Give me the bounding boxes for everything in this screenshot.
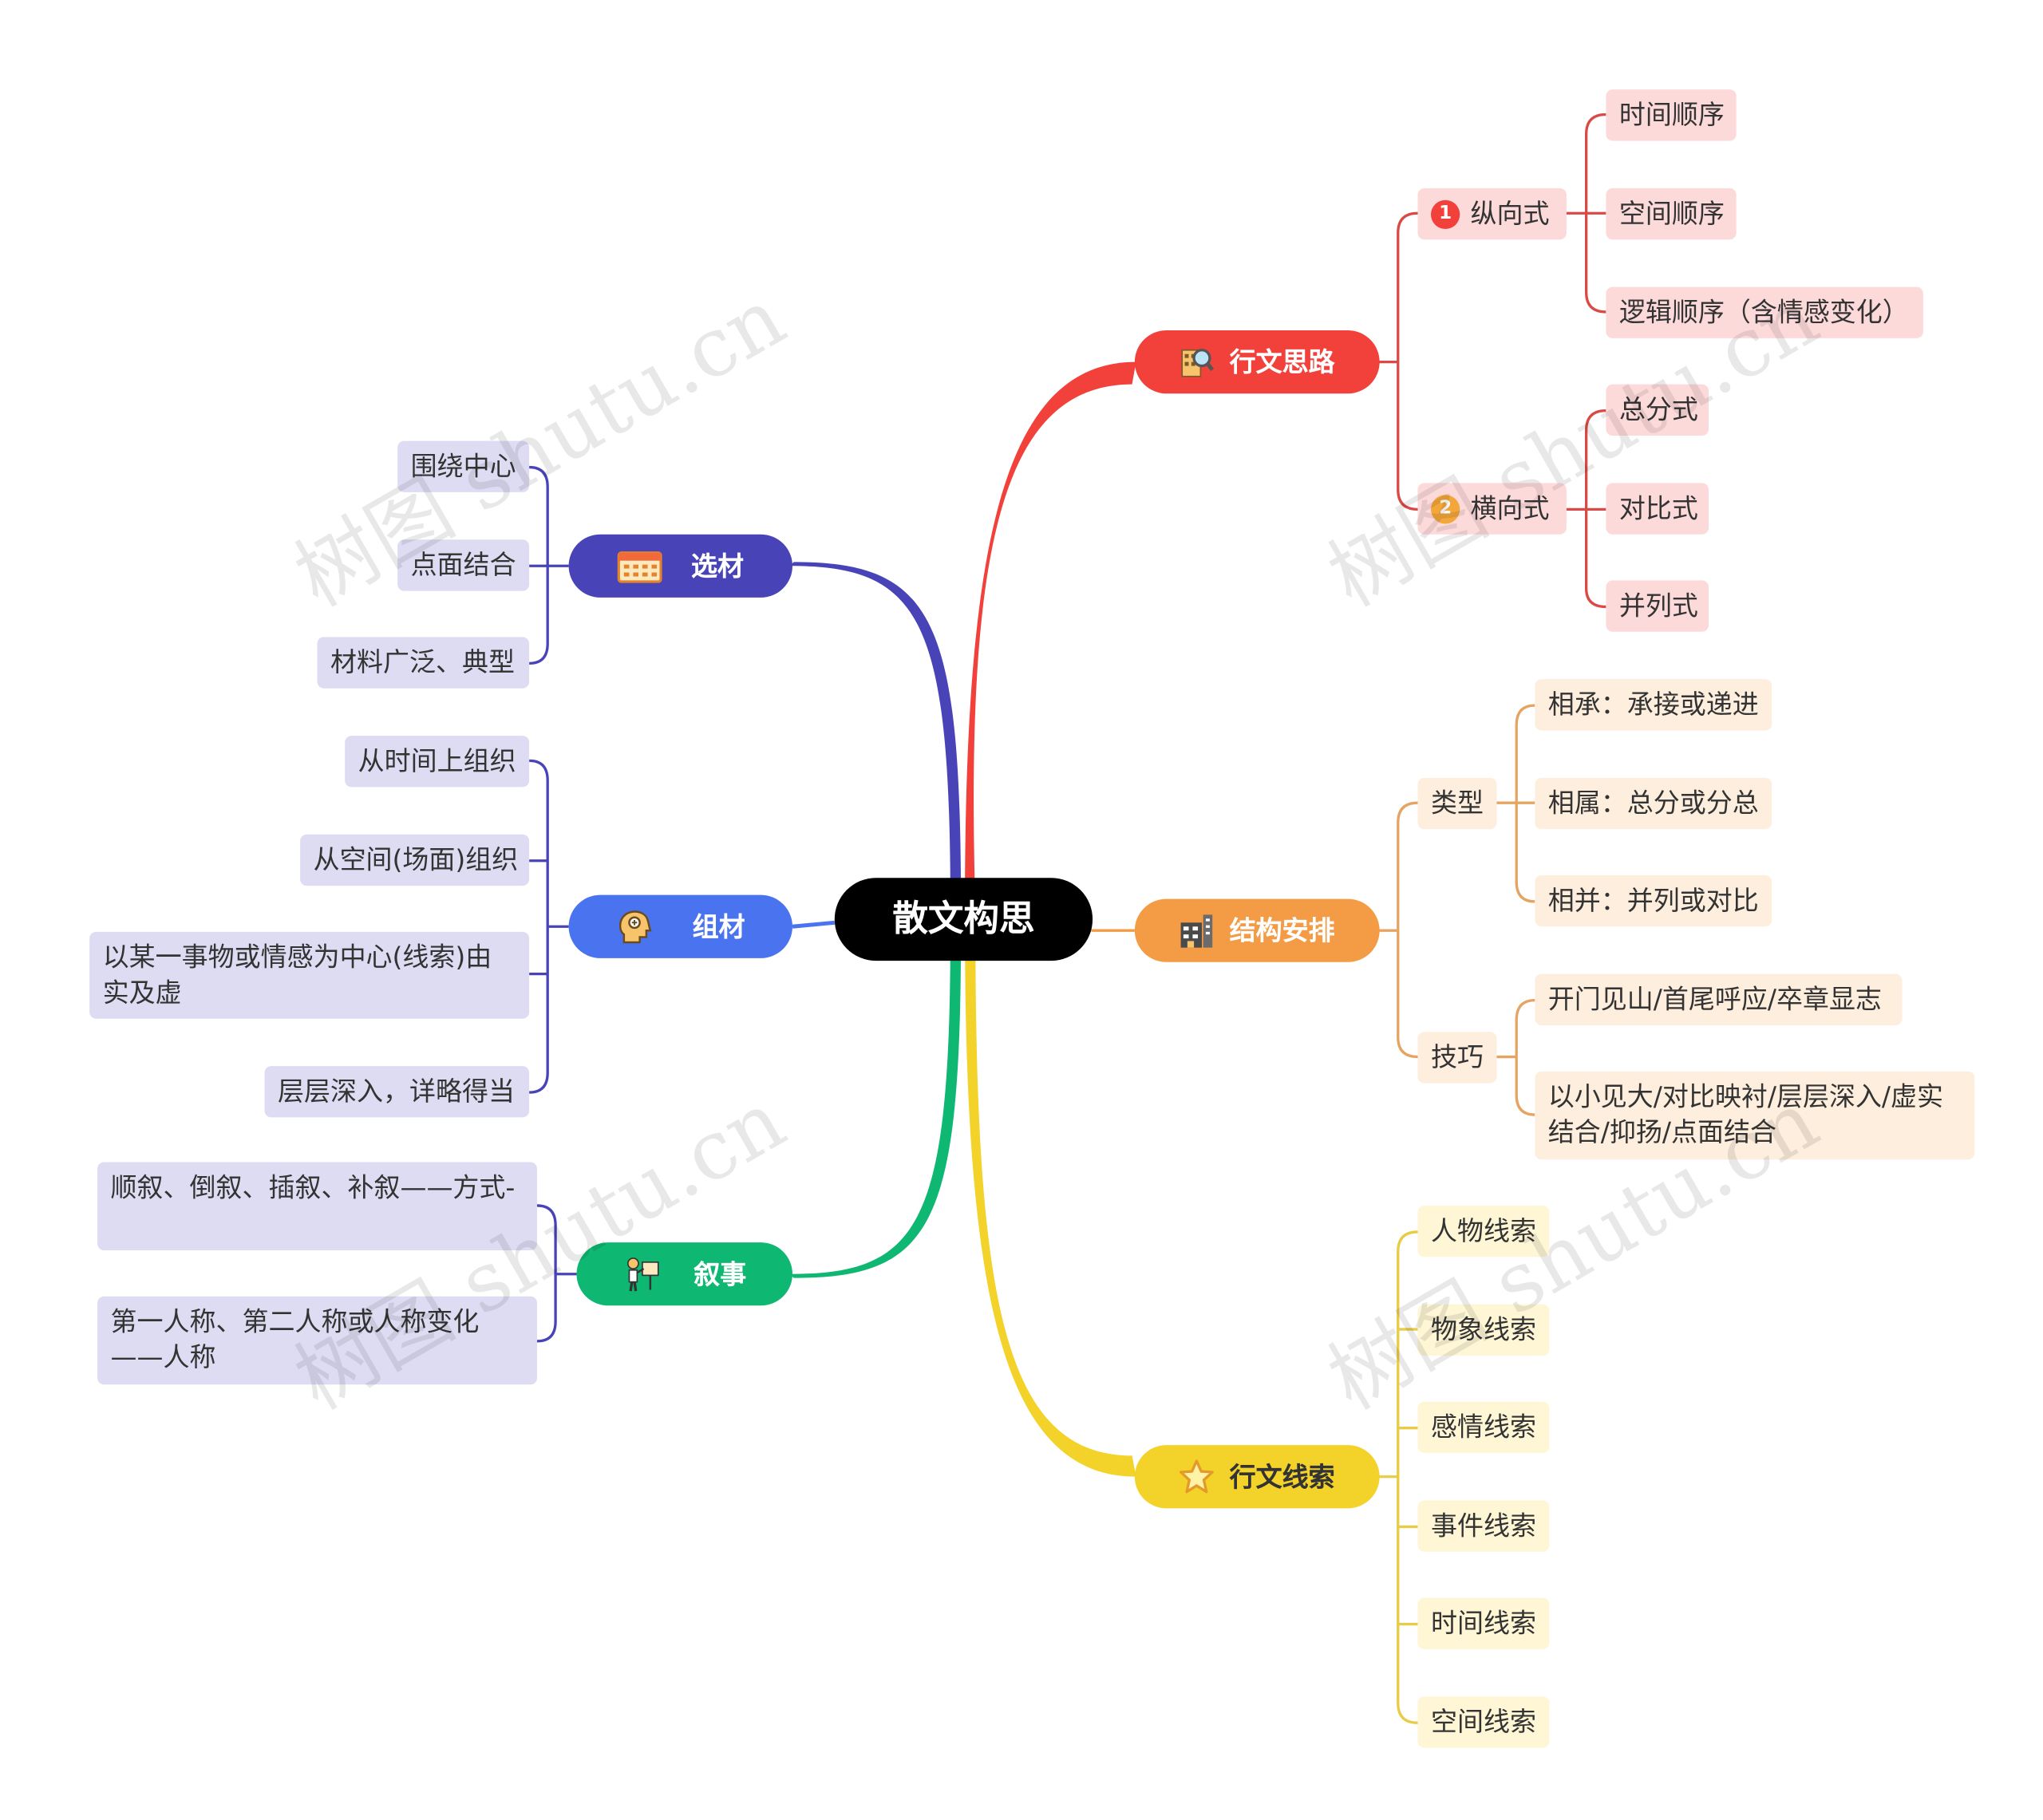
sub-label: 纵向式 xyxy=(1470,197,1550,230)
branch-label: 组材 xyxy=(692,910,745,942)
leaf-xiansuo-5[interactable]: 时间线索 xyxy=(1417,1597,1550,1649)
branch-xingwen-silu[interactable]: 行文思路 xyxy=(1134,330,1380,394)
badge-number-icon: 2 xyxy=(1431,494,1460,523)
office-building-icon xyxy=(1180,912,1214,949)
branch-label: 选材 xyxy=(690,549,744,582)
leaf-xiangcheng[interactable]: 相承：承接或递进 xyxy=(1535,679,1772,731)
leaf-binglie[interactable]: 并列式 xyxy=(1606,580,1709,632)
leaf-xuancai-2[interactable]: 点面结合 xyxy=(397,539,530,591)
leaf-xiansuo-1[interactable]: 人物线索 xyxy=(1417,1205,1550,1257)
leaf-xushi-2[interactable]: 第一人称、第二人称或人称变化——人称 xyxy=(97,1296,537,1385)
leaf-jiqiao-2[interactable]: 以小见大/对比映衬/层层深入/虚实结合/抑扬/点面结合 xyxy=(1535,1071,1975,1160)
leaf-zucai-2[interactable]: 从空间(场面)组织 xyxy=(300,834,530,886)
leaf-duibi[interactable]: 对比式 xyxy=(1606,483,1709,535)
magnifier-building-icon xyxy=(1180,345,1214,379)
link-zucai xyxy=(792,920,836,929)
link-xushi xyxy=(789,927,962,1278)
branch-xuancai[interactable]: 选材 xyxy=(568,534,792,598)
leaf-xiansuo-2[interactable]: 物象线索 xyxy=(1417,1304,1550,1356)
sub-leixing[interactable]: 类型 xyxy=(1417,777,1497,830)
leaf-xuancai-3[interactable]: 材料广泛、典型 xyxy=(317,637,530,689)
link-xingwen-xiansuo xyxy=(965,921,1136,1477)
leaf-xiangshu[interactable]: 相属：总分或分总 xyxy=(1535,777,1772,830)
thinking-head-icon xyxy=(616,908,653,945)
root-node[interactable]: 散文构思 xyxy=(834,878,1093,961)
star-icon xyxy=(1179,1459,1214,1494)
leaf-xushi-1[interactable]: 顺叙、倒叙、插叙、补叙——方式- xyxy=(97,1162,537,1251)
branch-label: 行文线索 xyxy=(1229,1460,1335,1492)
leaf-jiqiao-1[interactable]: 开门见山/首尾呼应/卒章显志 xyxy=(1535,973,1903,1025)
leaf-zongfen[interactable]: 总分式 xyxy=(1606,384,1709,436)
leaf-zucai-3[interactable]: 以某一事物或情感为中心(线索)由实及虚 xyxy=(89,931,530,1019)
sub-hengxiang[interactable]: 2 横向式 xyxy=(1417,483,1567,535)
link-xuancai xyxy=(789,562,962,909)
branch-label: 叙事 xyxy=(694,1257,747,1289)
badge-number-icon: 1 xyxy=(1431,199,1460,229)
sub-label: 横向式 xyxy=(1470,492,1550,524)
leaf-logic-order[interactable]: 逻辑顺序（含情感变化） xyxy=(1606,286,1923,338)
leaf-xiansuo-4[interactable]: 事件线索 xyxy=(1417,1500,1550,1552)
branch-label: 结构安排 xyxy=(1229,914,1335,946)
leaf-zucai-1[interactable]: 从时间上组织 xyxy=(345,736,530,788)
leaf-xiangbing[interactable]: 相并：并列或对比 xyxy=(1535,874,1772,927)
branch-jiegou-anpai[interactable]: 结构安排 xyxy=(1134,898,1380,962)
leaf-time-order[interactable]: 时间顺序 xyxy=(1606,89,1737,141)
branch-zucai[interactable]: 组材 xyxy=(568,894,792,958)
calendar-icon xyxy=(617,549,662,583)
sub-jiqiao[interactable]: 技巧 xyxy=(1417,1032,1497,1084)
leaf-zucai-4[interactable]: 层层深入，详略得当 xyxy=(264,1066,530,1118)
branch-label: 行文思路 xyxy=(1229,345,1335,377)
link-xingwen-silu xyxy=(965,361,1136,909)
leaf-xiansuo-3[interactable]: 感情线索 xyxy=(1417,1401,1550,1454)
presenter-icon xyxy=(622,1256,659,1293)
leaf-xiansuo-6[interactable]: 空间线索 xyxy=(1417,1696,1550,1748)
branch-xingwen-xiansuo[interactable]: 行文线索 xyxy=(1134,1445,1380,1509)
leaf-xuancai-1[interactable]: 围绕中心 xyxy=(397,440,530,492)
leaf-space-order[interactable]: 空间顺序 xyxy=(1606,188,1737,240)
branch-xushi[interactable]: 叙事 xyxy=(576,1242,792,1306)
sub-zongxiang[interactable]: 1 纵向式 xyxy=(1417,188,1567,240)
